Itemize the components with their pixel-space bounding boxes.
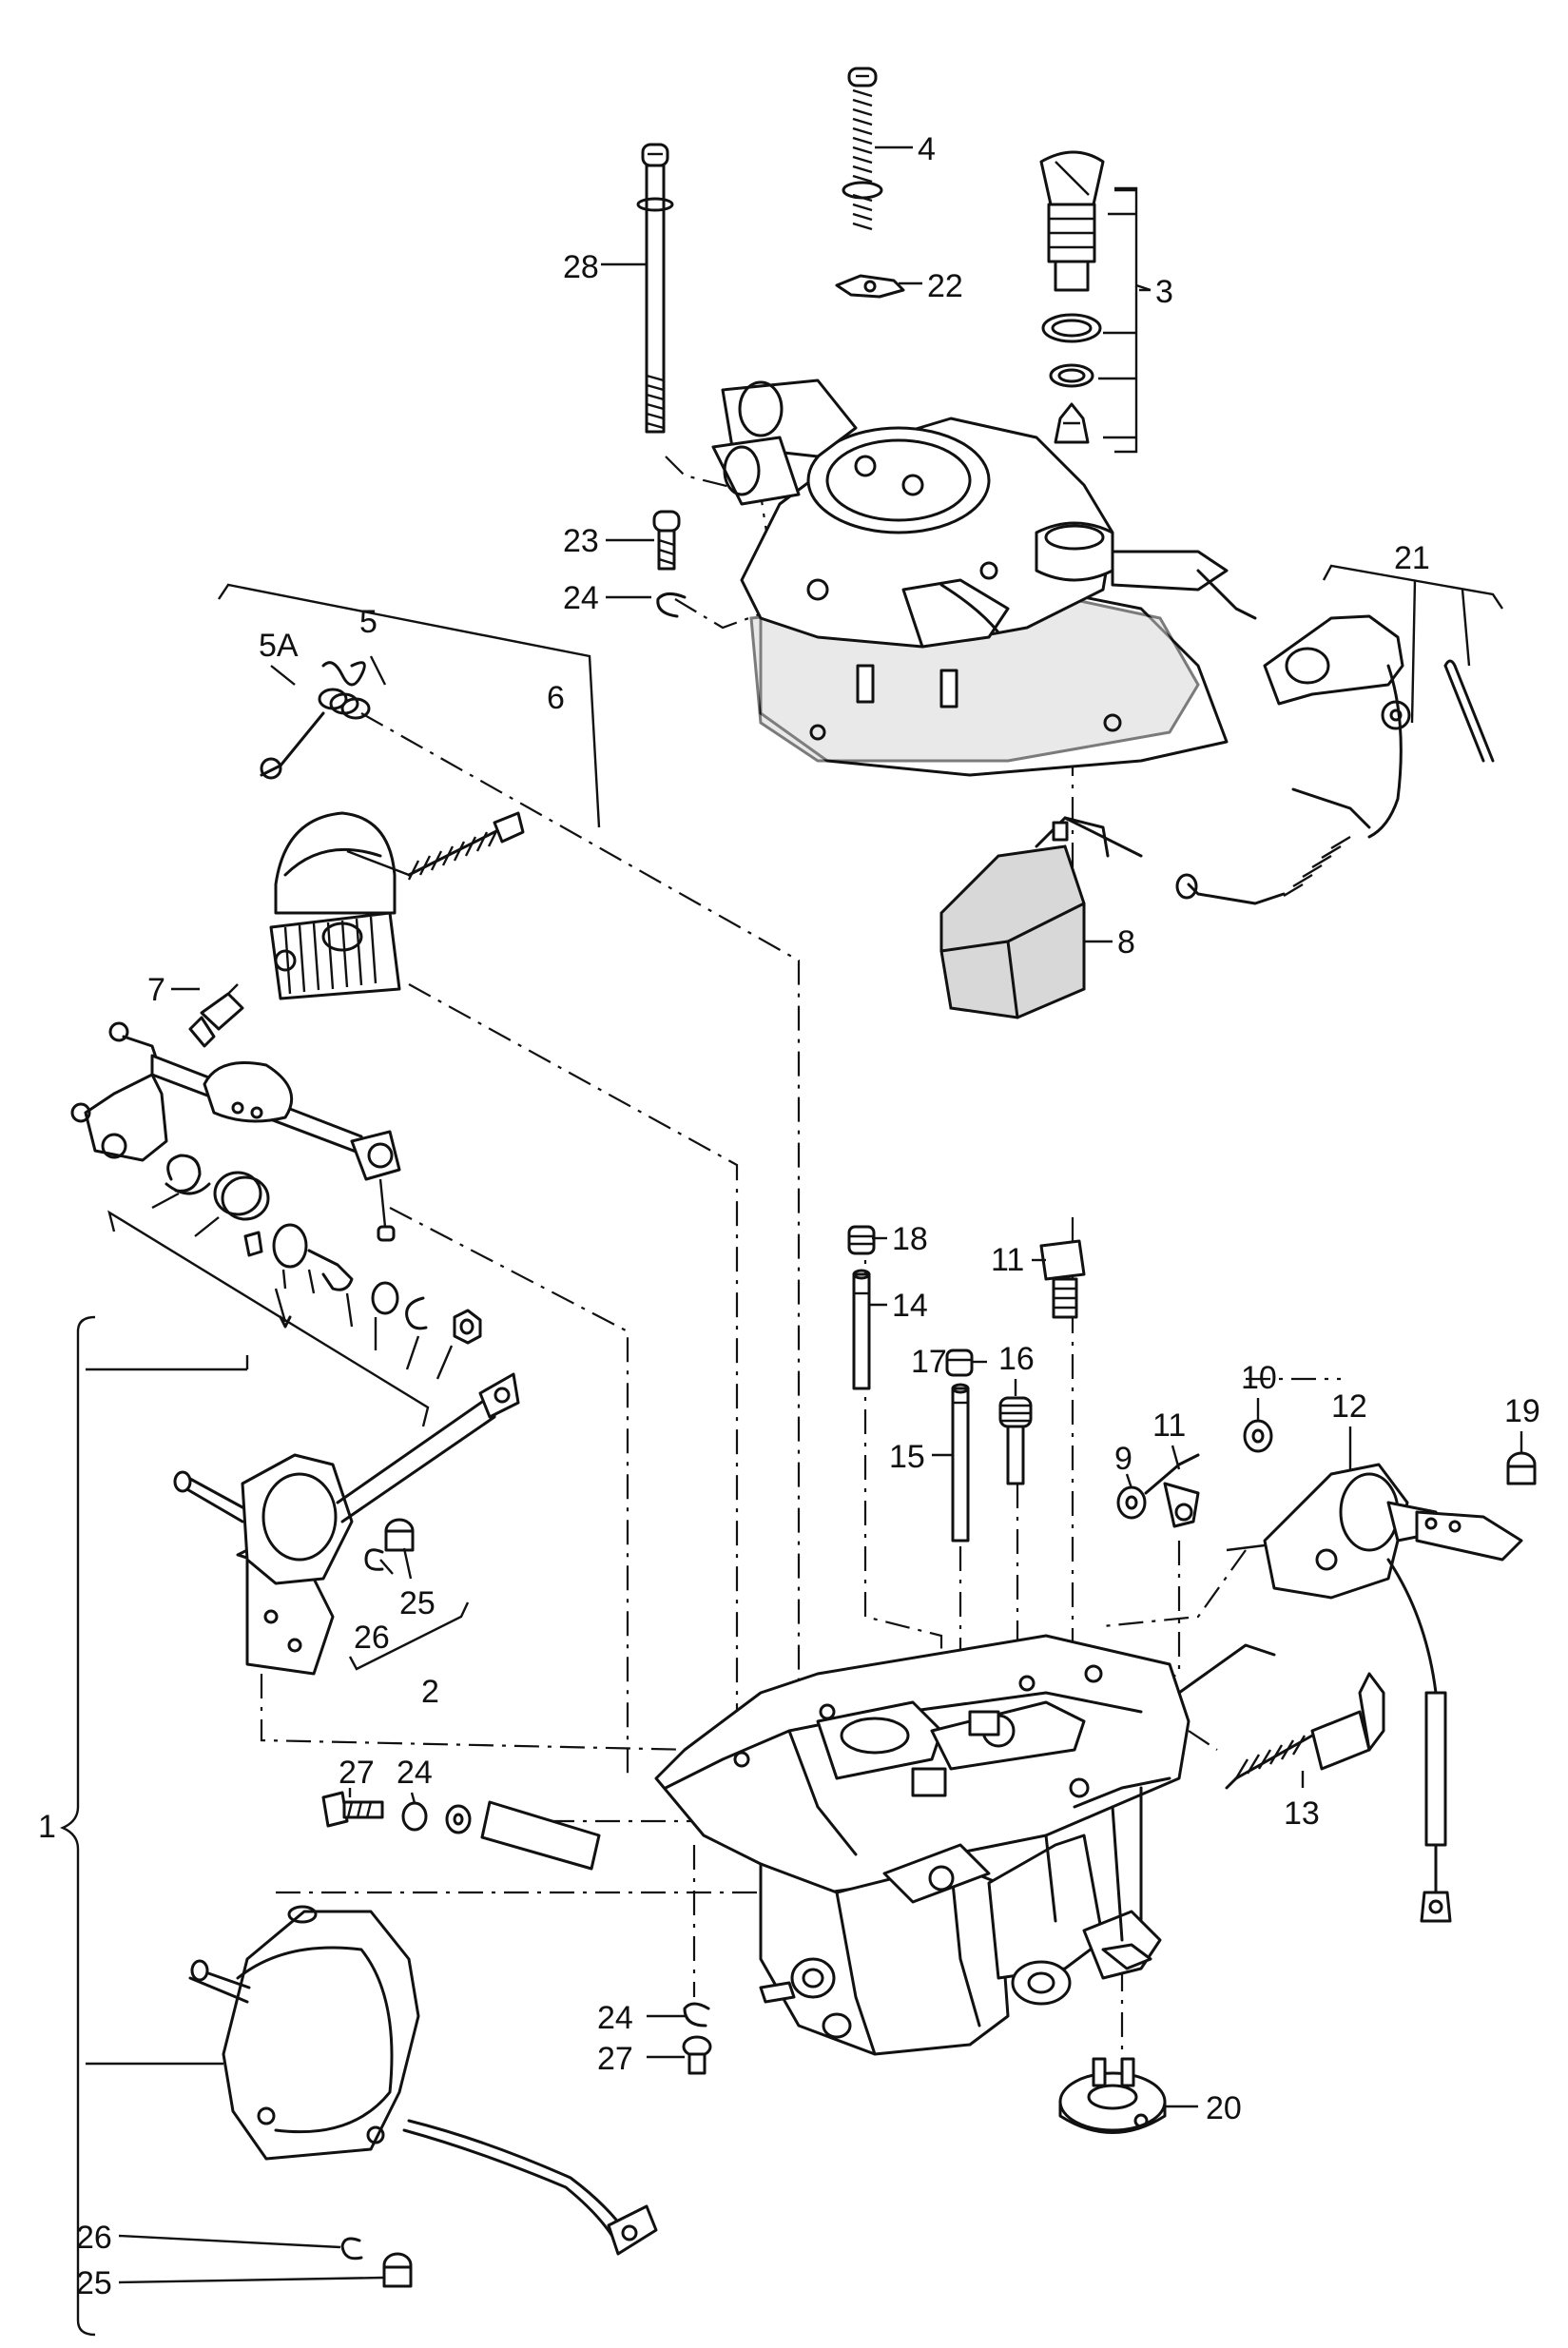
callout-14: 14	[892, 1288, 928, 1324]
part-24-washer-mid2	[445, 1804, 472, 1834]
part-22-clip	[835, 274, 905, 299]
part-1-diaphragm-cover	[188, 1905, 658, 2256]
part-9-nut	[1116, 1485, 1147, 1520]
part-13-mixture-screw	[1225, 1672, 1385, 1790]
carburetor-body	[654, 1634, 1276, 2056]
callout-27b: 27	[597, 2041, 633, 2077]
callout-4: 4	[918, 131, 936, 167]
callout-8: 8	[1117, 924, 1135, 961]
callout-25b: 25	[76, 2265, 112, 2301]
part-23-screw	[652, 510, 681, 571]
bracket-5	[218, 583, 601, 877]
part-24-washer-low	[683, 2002, 710, 2028]
bracket-2	[348, 1601, 470, 1671]
part-25-screw-lower	[382, 2252, 413, 2288]
part-5a-spring	[260, 661, 371, 780]
part-24-washer-top	[656, 592, 687, 618]
callout-10: 10	[1241, 1360, 1277, 1396]
part-11-valve-top	[1039, 1239, 1086, 1319]
part-16-jet	[998, 1396, 1033, 1485]
callout-11b: 11	[1152, 1407, 1186, 1444]
callout-28: 28	[563, 249, 599, 285]
bracket-3	[1098, 186, 1152, 454]
part-11-lever	[1144, 1453, 1200, 1528]
bracket-21	[1322, 564, 1503, 724]
callout-labels: 1 2 3 4 5 5A 6 7 8 9 10 11 11 12 13 14 1…	[38, 131, 1540, 2301]
callout-23: 23	[563, 523, 599, 559]
part-10-nut	[1243, 1419, 1273, 1453]
callout-13: 13	[1284, 1795, 1320, 1832]
callout-27a: 27	[339, 1755, 375, 1791]
part-26-clip-upper	[364, 1548, 384, 1571]
callout-5: 5	[359, 604, 377, 640]
callout-15: 15	[889, 1439, 925, 1475]
callout-24b: 24	[397, 1755, 433, 1791]
part-18-jet	[847, 1225, 876, 1255]
callout-6: 6	[547, 680, 565, 716]
part-14-tube	[852, 1269, 871, 1390]
part-25-screw-upper	[384, 1518, 415, 1552]
callout-21: 21	[1394, 540, 1430, 576]
part-19-screw	[1415, 1451, 1537, 1562]
part-17-jet	[945, 1349, 974, 1377]
callout-26b: 26	[76, 2220, 112, 2256]
callout-9: 9	[1114, 1441, 1132, 1477]
part-6-adjust-screw	[407, 811, 525, 881]
callout-1: 1	[38, 1809, 56, 1845]
leader-lines	[118, 146, 1523, 2284]
callout-5a: 5A	[259, 628, 299, 664]
callout-20: 20	[1206, 2090, 1242, 2126]
part-8-float	[939, 816, 1143, 1019]
callout-19: 19	[1504, 1393, 1540, 1429]
callout-26a: 26	[354, 1620, 390, 1656]
part-2-vacuum-unit	[173, 1372, 520, 1676]
callout-17: 17	[911, 1344, 947, 1380]
callout-25a: 25	[399, 1585, 436, 1621]
callout-24c: 24	[597, 2000, 633, 2036]
part-24-washer-mid	[401, 1801, 428, 1832]
callout-12: 12	[1331, 1388, 1367, 1425]
spring-washer-stack	[165, 1154, 482, 1345]
part-5-choke-housing	[269, 811, 401, 1000]
callout-18: 18	[892, 1221, 928, 1257]
callout-16: 16	[998, 1341, 1035, 1377]
part-spacer-sleeve	[480, 1800, 601, 1871]
callout-22: 22	[927, 268, 963, 304]
part-3-needle-valve-set	[1039, 150, 1105, 444]
part-27-screw-left	[321, 1791, 384, 1828]
bracket-shaft-set	[107, 1192, 454, 1427]
brace-1	[60, 1315, 249, 2337]
callout-7: 7	[147, 972, 165, 1008]
part-26-clip-lower	[340, 2237, 363, 2261]
callout-11a: 11	[991, 1242, 1024, 1278]
part-7-nipple	[188, 983, 244, 1048]
callout-3: 3	[1155, 274, 1173, 310]
carburetor-cover	[711, 378, 1257, 777]
part-28-long-stud	[636, 143, 674, 434]
part-21-choke-link	[1175, 614, 1495, 905]
part-20-base-valve	[1058, 2057, 1167, 2134]
throttle-shaft-assembly	[70, 1021, 401, 1242]
callout-24a: 24	[563, 580, 599, 616]
callout-2: 2	[421, 1674, 439, 1710]
part-15-tube	[951, 1383, 970, 1543]
part-27-screw-low	[682, 2035, 712, 2075]
part-4-screw	[842, 67, 883, 231]
